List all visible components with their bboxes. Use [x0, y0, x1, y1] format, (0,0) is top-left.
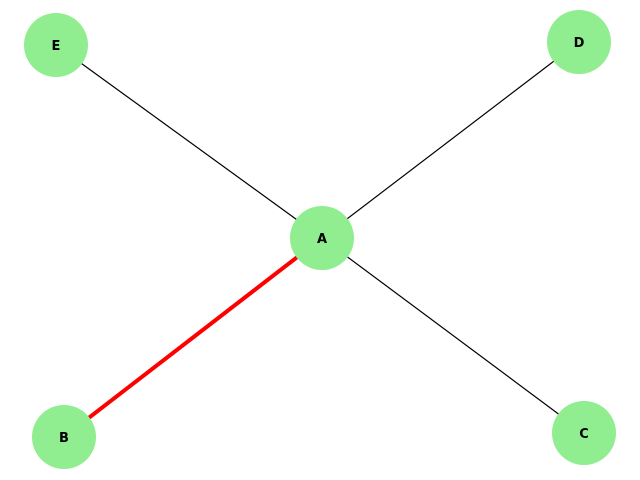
node-a-label: A [317, 232, 327, 247]
edge-a-e [55, 44, 323, 239]
node-b[interactable]: B [32, 405, 96, 469]
node-d-label: D [574, 36, 585, 51]
node-e-label: E [52, 39, 61, 54]
node-e[interactable]: E [24, 13, 88, 77]
edge-a-b-highlighted [62, 236, 324, 439]
node-c[interactable]: C [552, 401, 616, 465]
node-a[interactable]: A [290, 206, 354, 270]
node-b-label: B [59, 431, 69, 446]
edge-a-c [321, 237, 585, 434]
edge-a-d [321, 41, 580, 239]
node-c-label: C [579, 427, 589, 442]
node-d[interactable]: D [547, 10, 611, 74]
